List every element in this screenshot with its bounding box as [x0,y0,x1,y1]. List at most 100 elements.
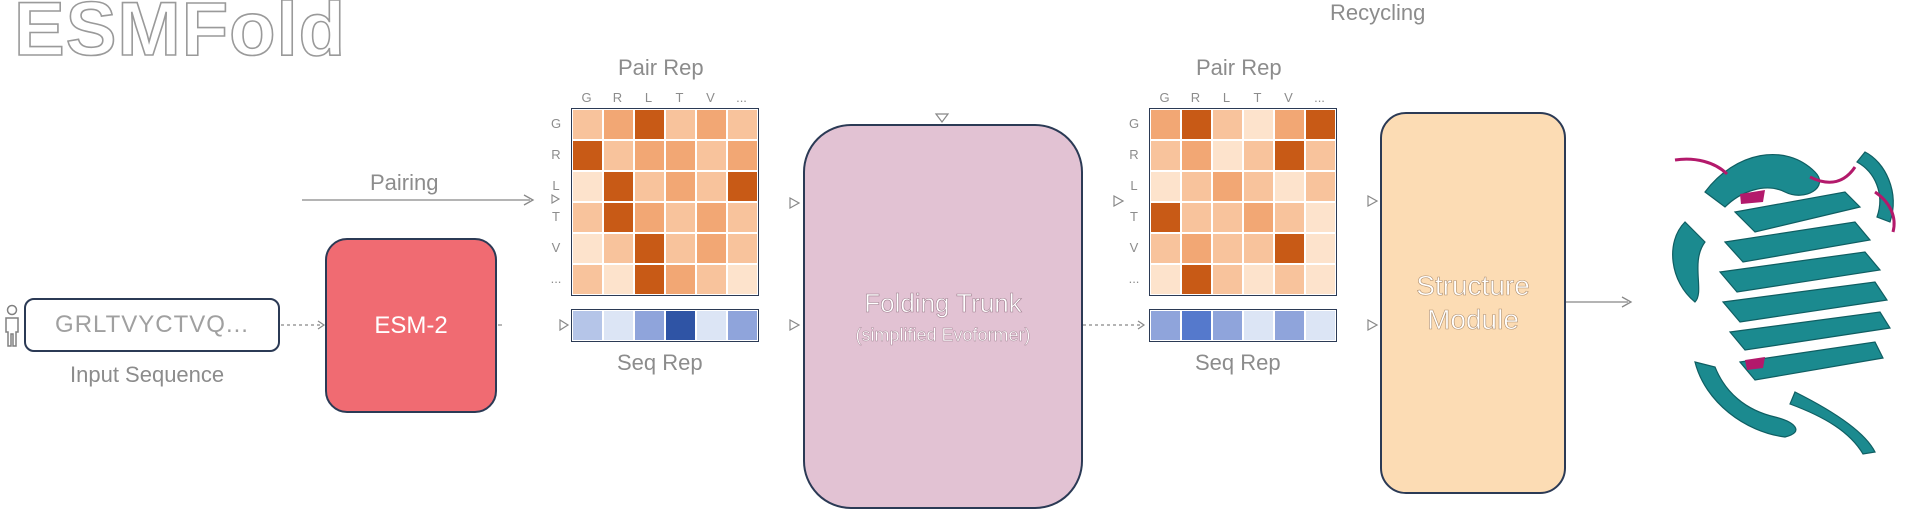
input-sequence-text: GRLTVYCTVQ... [55,311,249,338]
left-pair-cell [634,233,665,264]
left-pair-cell [572,171,603,202]
left-pair-cell [727,171,758,202]
left-col-tick: T [675,90,684,105]
left-pair-cell [696,171,727,202]
left-pair-cell [696,109,727,140]
left-col-tick: G [581,90,592,105]
left-seq-cell [727,310,758,341]
right-row-tick: R [1129,147,1139,162]
left-col-tick: ... [736,90,747,105]
right-pair-cell [1305,109,1336,140]
left-pair-rep-matrix [571,108,759,296]
left-col-tick: L [644,90,653,105]
right-pair-cell [1243,109,1274,140]
right-row-tick: V [1129,240,1139,255]
folding-trunk-block: Folding Trunk (simplified Evoformer) [803,124,1083,509]
right-pair-cell [1274,202,1305,233]
right-pair-cell [1181,171,1212,202]
right-row-tick: L [1130,178,1138,193]
input-sequence-box: GRLTVYCTVQ... [24,298,280,352]
right-pair-cell [1181,140,1212,171]
left-seq-rep-vector [571,309,759,342]
right-col-tick: ... [1314,90,1325,105]
right-col-tick: G [1159,90,1170,105]
right-pair-cell [1243,264,1274,295]
right-pair-cell [1212,233,1243,264]
right-pair-cell [1212,171,1243,202]
right-row-tick: G [1128,116,1140,131]
person-icon [5,304,19,347]
left-pair-cell [603,264,634,295]
right-pair-cell [1243,202,1274,233]
right-pair-rep-title: Pair Rep [1196,55,1282,80]
left-seq-cell [572,310,603,341]
right-pair-cell [1212,109,1243,140]
left-pair-cell [665,233,696,264]
left-pair-cell [603,171,634,202]
right-seq-cell [1150,310,1181,341]
structure-module-line1: Structure [1416,270,1530,302]
right-seq-cell [1305,310,1336,341]
left-col-tick: V [706,90,715,105]
left-pair-cell [634,109,665,140]
left-pair-cell [696,140,727,171]
structure-module-line2: Module [1427,304,1519,336]
right-pair-cell [1243,140,1274,171]
left-pair-cell [572,109,603,140]
left-pair-cell [665,202,696,233]
left-pair-cell [603,140,634,171]
left-row-tick: V [551,240,561,255]
folding-trunk-title: Folding Trunk [864,287,1022,318]
right-pair-cell [1274,171,1305,202]
esm2-block: ESM-2 [325,238,497,413]
left-seq-cell [696,310,727,341]
right-pair-cell [1181,233,1212,264]
left-pair-cell [603,109,634,140]
right-pair-cell [1243,171,1274,202]
left-pair-cell [727,140,758,171]
left-pair-cell [696,264,727,295]
right-row-tick: ... [1128,271,1140,286]
left-pair-cell [665,140,696,171]
right-pair-cell [1150,171,1181,202]
right-pair-cell [1305,140,1336,171]
right-pair-cell [1274,109,1305,140]
right-pair-cell [1212,264,1243,295]
left-pair-cell [572,140,603,171]
right-pair-rep-matrix [1149,108,1337,296]
left-pair-cell [572,264,603,295]
right-pair-cell [1150,233,1181,264]
left-pair-cell [634,140,665,171]
structure-module-block: Structure Module [1380,112,1566,494]
right-pair-cell [1243,233,1274,264]
left-seq-cell [603,310,634,341]
right-col-tick: R [1190,90,1201,105]
left-pair-col-ticks: G R L T V... [571,90,757,105]
right-pair-cell [1212,140,1243,171]
folding-trunk-subtitle: (simplified Evoformer) [855,324,1031,345]
right-pair-cell [1274,233,1305,264]
esm2-label: ESM-2 [374,311,448,339]
left-pair-cell [727,202,758,233]
left-row-tick: L [552,178,560,193]
left-pair-cell [696,202,727,233]
left-pair-cell [572,202,603,233]
right-pair-cell [1305,264,1336,295]
right-pair-cell [1181,202,1212,233]
left-pair-cell [727,109,758,140]
right-pair-cell [1212,202,1243,233]
right-col-tick: T [1253,90,1262,105]
right-seq-rep-title: Seq Rep [1195,350,1281,375]
left-seq-cell [634,310,665,341]
left-col-tick: R [612,90,623,105]
left-pair-cell [634,202,665,233]
right-pair-cell [1274,140,1305,171]
left-pair-cell [727,264,758,295]
left-pair-rep-title: Pair Rep [618,55,704,80]
left-pair-cell [665,109,696,140]
right-seq-rep-vector [1149,309,1337,342]
